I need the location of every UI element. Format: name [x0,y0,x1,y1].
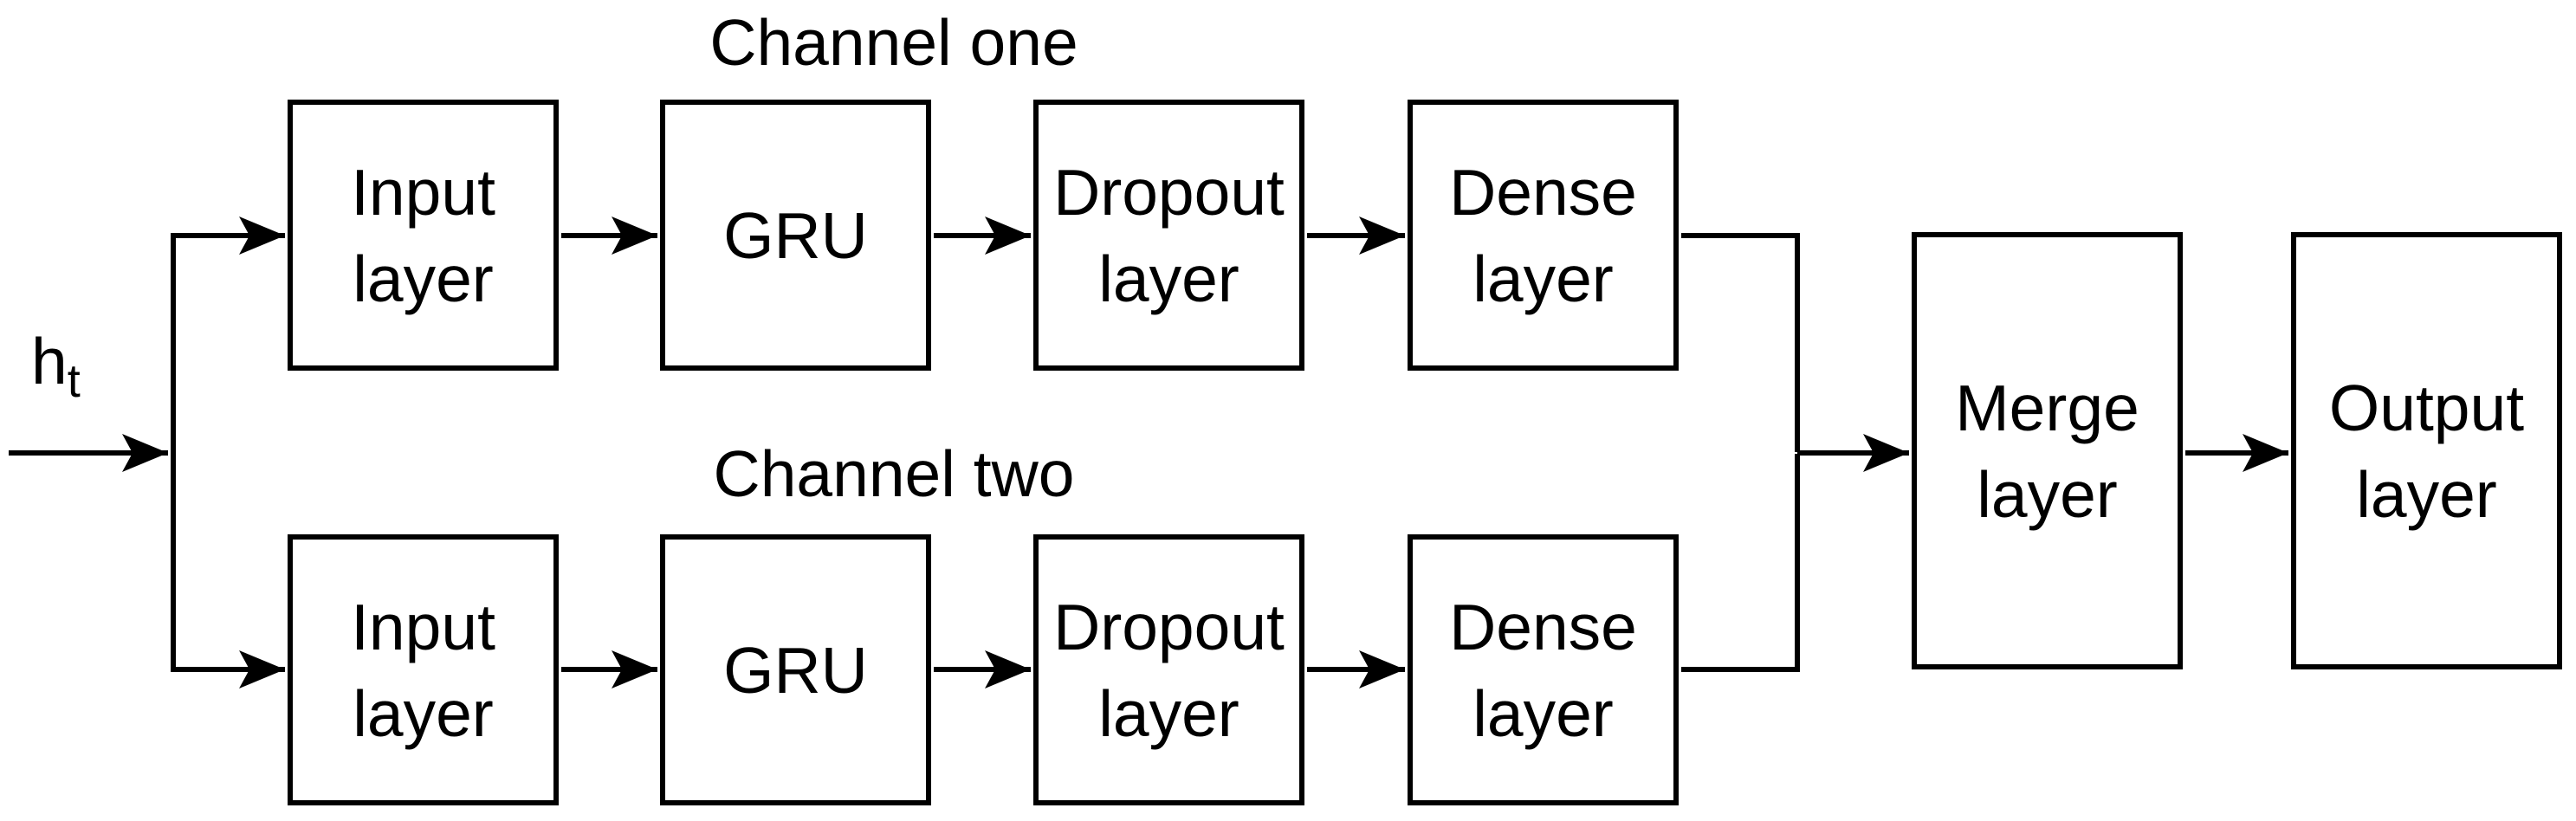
node-input-layer-ch2: Input layer [288,534,559,805]
node-label-line1: GRU [723,633,868,707]
input-signal-label: ht [31,322,81,404]
node-merge-layer: Merge layer [1912,232,2183,669]
node-output-layer: Output layer [2291,232,2562,669]
input-signal-subscript: t [67,355,81,408]
node-dense-layer-ch1: Dense layer [1408,100,1679,371]
node-label-line2: layer [1472,242,1614,315]
node-label-line1: Input [351,155,495,229]
node-label-line2: layer [1098,676,1239,750]
node-label-line2: layer [1098,242,1239,315]
node-gru-ch1: GRU [660,100,931,371]
node-label-line1: Input [351,590,495,663]
node-label-line2: layer [1977,457,2118,531]
node-label-line2: layer [353,242,494,315]
node-label-line1: Dense [1449,155,1637,229]
node-gru-ch2: GRU [660,534,931,805]
node-dropout-layer-ch2: Dropout layer [1033,534,1304,805]
node-label-line2: layer [2356,457,2497,531]
channel-one-title: Channel one [709,6,1078,79]
node-label-line1: GRU [723,198,868,272]
input-signal-base: h [31,325,68,398]
node-label-line1: Output [2328,371,2525,444]
connector-dense-ch1-to-merge-trunk [1681,233,1800,452]
node-label-line2: layer [353,676,494,750]
connector-dense-ch2-to-merge-trunk [1681,454,1800,672]
node-input-layer-ch1: Input layer [288,100,559,371]
node-label-line2: layer [1472,676,1614,750]
node-label-line1: Dropout [1053,590,1285,663]
node-label-line1: Dense [1449,590,1637,663]
node-dense-layer-ch2: Dense layer [1408,534,1679,805]
node-label-line1: Merge [1955,371,2139,444]
node-label-line1: Dropout [1053,155,1285,229]
node-dropout-layer-ch1: Dropout layer [1033,100,1304,371]
channel-two-title: Channel two [713,437,1075,510]
